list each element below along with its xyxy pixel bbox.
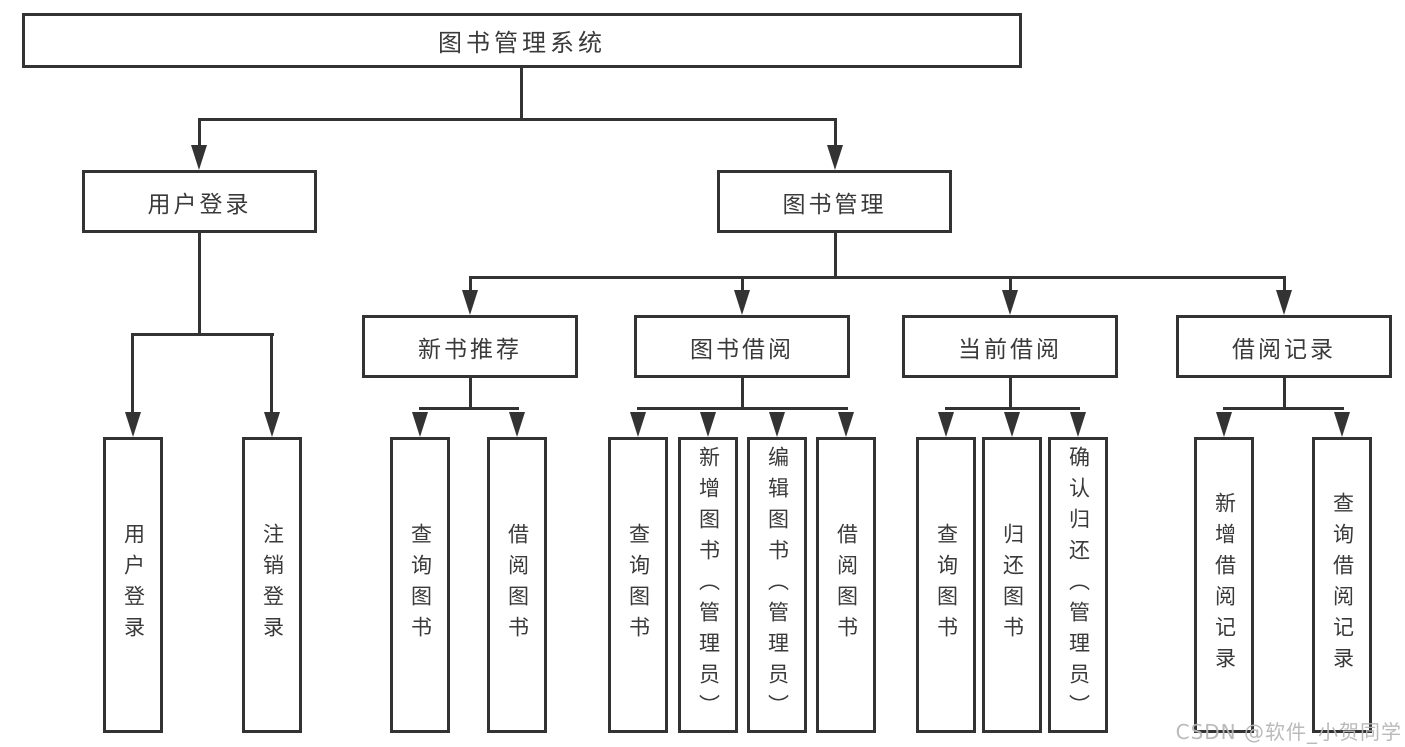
arrow-down-icon [1002, 290, 1018, 315]
arrow-down-icon [1070, 412, 1086, 437]
arrow-down-icon [1276, 290, 1292, 315]
connector-vline [469, 378, 472, 410]
leaf-recommend-query-books: 查询图书 [390, 437, 450, 733]
arrow-down-icon [462, 290, 478, 315]
connector-hline [945, 407, 1080, 410]
csdn-watermark: CSDN @软件_小贺同学 [1175, 720, 1402, 744]
connector-vline [741, 378, 744, 410]
leaf-recommend-borrow-books: 借阅图书 [487, 437, 547, 733]
node-label: 归还图书 [1000, 523, 1025, 647]
connector-vline [834, 118, 837, 148]
arrow-down-icon [125, 412, 141, 437]
leaf-records-query-record: 查询借阅记录 [1312, 437, 1372, 733]
node-label: 用户登录 [121, 523, 146, 647]
node-label: 编辑图书（管理员） [765, 445, 790, 725]
connector-vline [834, 233, 837, 279]
arrow-down-icon [838, 412, 854, 437]
node-book-management: 图书管理 [717, 170, 952, 233]
leaf-current-return-books: 归还图书 [982, 437, 1042, 733]
arrow-down-icon [827, 145, 843, 170]
connector-hline [419, 407, 519, 410]
leaf-user-login: 用户登录 [103, 437, 163, 733]
node-label: 当前借阅 [958, 336, 1062, 363]
node-label: 图书管理 [782, 191, 887, 218]
connector-hline [1223, 407, 1344, 410]
arrow-down-icon [1216, 412, 1232, 437]
arrow-down-icon [1334, 412, 1350, 437]
leaf-records-add-record: 新增借阅记录 [1194, 437, 1254, 733]
arrow-down-icon [700, 412, 716, 437]
node-label: 用户登录 [147, 191, 252, 218]
leaf-logout: 注销登录 [242, 437, 302, 733]
connector-hline [637, 407, 848, 410]
node-label: 查询图书 [408, 523, 433, 647]
node-label: 新书推荐 [418, 336, 522, 363]
connector-vline [131, 333, 134, 413]
node-label: 图书管理系统 [438, 29, 606, 57]
leaf-borrow-query-books: 查询图书 [608, 437, 668, 733]
arrow-down-icon [509, 412, 525, 437]
node-label: 新增图书（管理员） [696, 445, 721, 725]
connector-vline [198, 233, 201, 336]
arrow-down-icon [1004, 412, 1020, 437]
arrow-down-icon [191, 145, 207, 170]
arrow-down-icon [769, 412, 785, 437]
node-current-borrowing: 当前借阅 [902, 315, 1118, 378]
connector-vline [270, 333, 273, 413]
connector-vline [1283, 276, 1286, 293]
leaf-borrow-add-books-admin: 新增图书（管理员） [678, 437, 738, 733]
connector-vline [1009, 276, 1012, 293]
arrow-down-icon [734, 290, 750, 315]
node-label: 查询图书 [626, 523, 651, 647]
arrow-down-icon [630, 412, 646, 437]
node-new-book-recommend: 新书推荐 [362, 315, 578, 378]
node-label: 新增借阅记录 [1212, 492, 1237, 678]
node-label: 图书借阅 [690, 336, 794, 363]
node-label: 确认归还（管理员） [1066, 445, 1091, 725]
node-label: 借阅图书 [834, 523, 859, 647]
node-label: 查询图书 [934, 523, 959, 647]
node-library-management-system: 图书管理系统 [22, 13, 1022, 68]
connector-vline [1283, 378, 1286, 410]
node-label: 借阅图书 [505, 523, 530, 647]
node-label: 注销登录 [260, 523, 285, 647]
connector-hline [199, 118, 837, 121]
leaf-current-confirm-return-admin: 确认归还（管理员） [1048, 437, 1108, 733]
node-borrow-records: 借阅记录 [1176, 315, 1392, 378]
arrow-down-icon [938, 412, 954, 437]
connector-vline [520, 68, 523, 120]
arrow-down-icon [412, 412, 428, 437]
arrow-down-icon [264, 412, 280, 437]
leaf-borrow-borrow-books: 借阅图书 [816, 437, 876, 733]
node-label: 借阅记录 [1232, 336, 1336, 363]
connector-hline [132, 333, 274, 336]
connector-vline [1009, 378, 1012, 410]
connector-hline [469, 276, 1286, 279]
node-user-login: 用户登录 [82, 170, 317, 233]
leaf-current-query-books: 查询图书 [916, 437, 976, 733]
connector-vline [469, 276, 472, 293]
connector-vline [198, 118, 201, 148]
node-book-borrowing: 图书借阅 [634, 315, 850, 378]
leaf-borrow-edit-books-admin: 编辑图书（管理员） [747, 437, 807, 733]
node-label: 查询借阅记录 [1330, 492, 1355, 678]
connector-vline [741, 276, 744, 293]
